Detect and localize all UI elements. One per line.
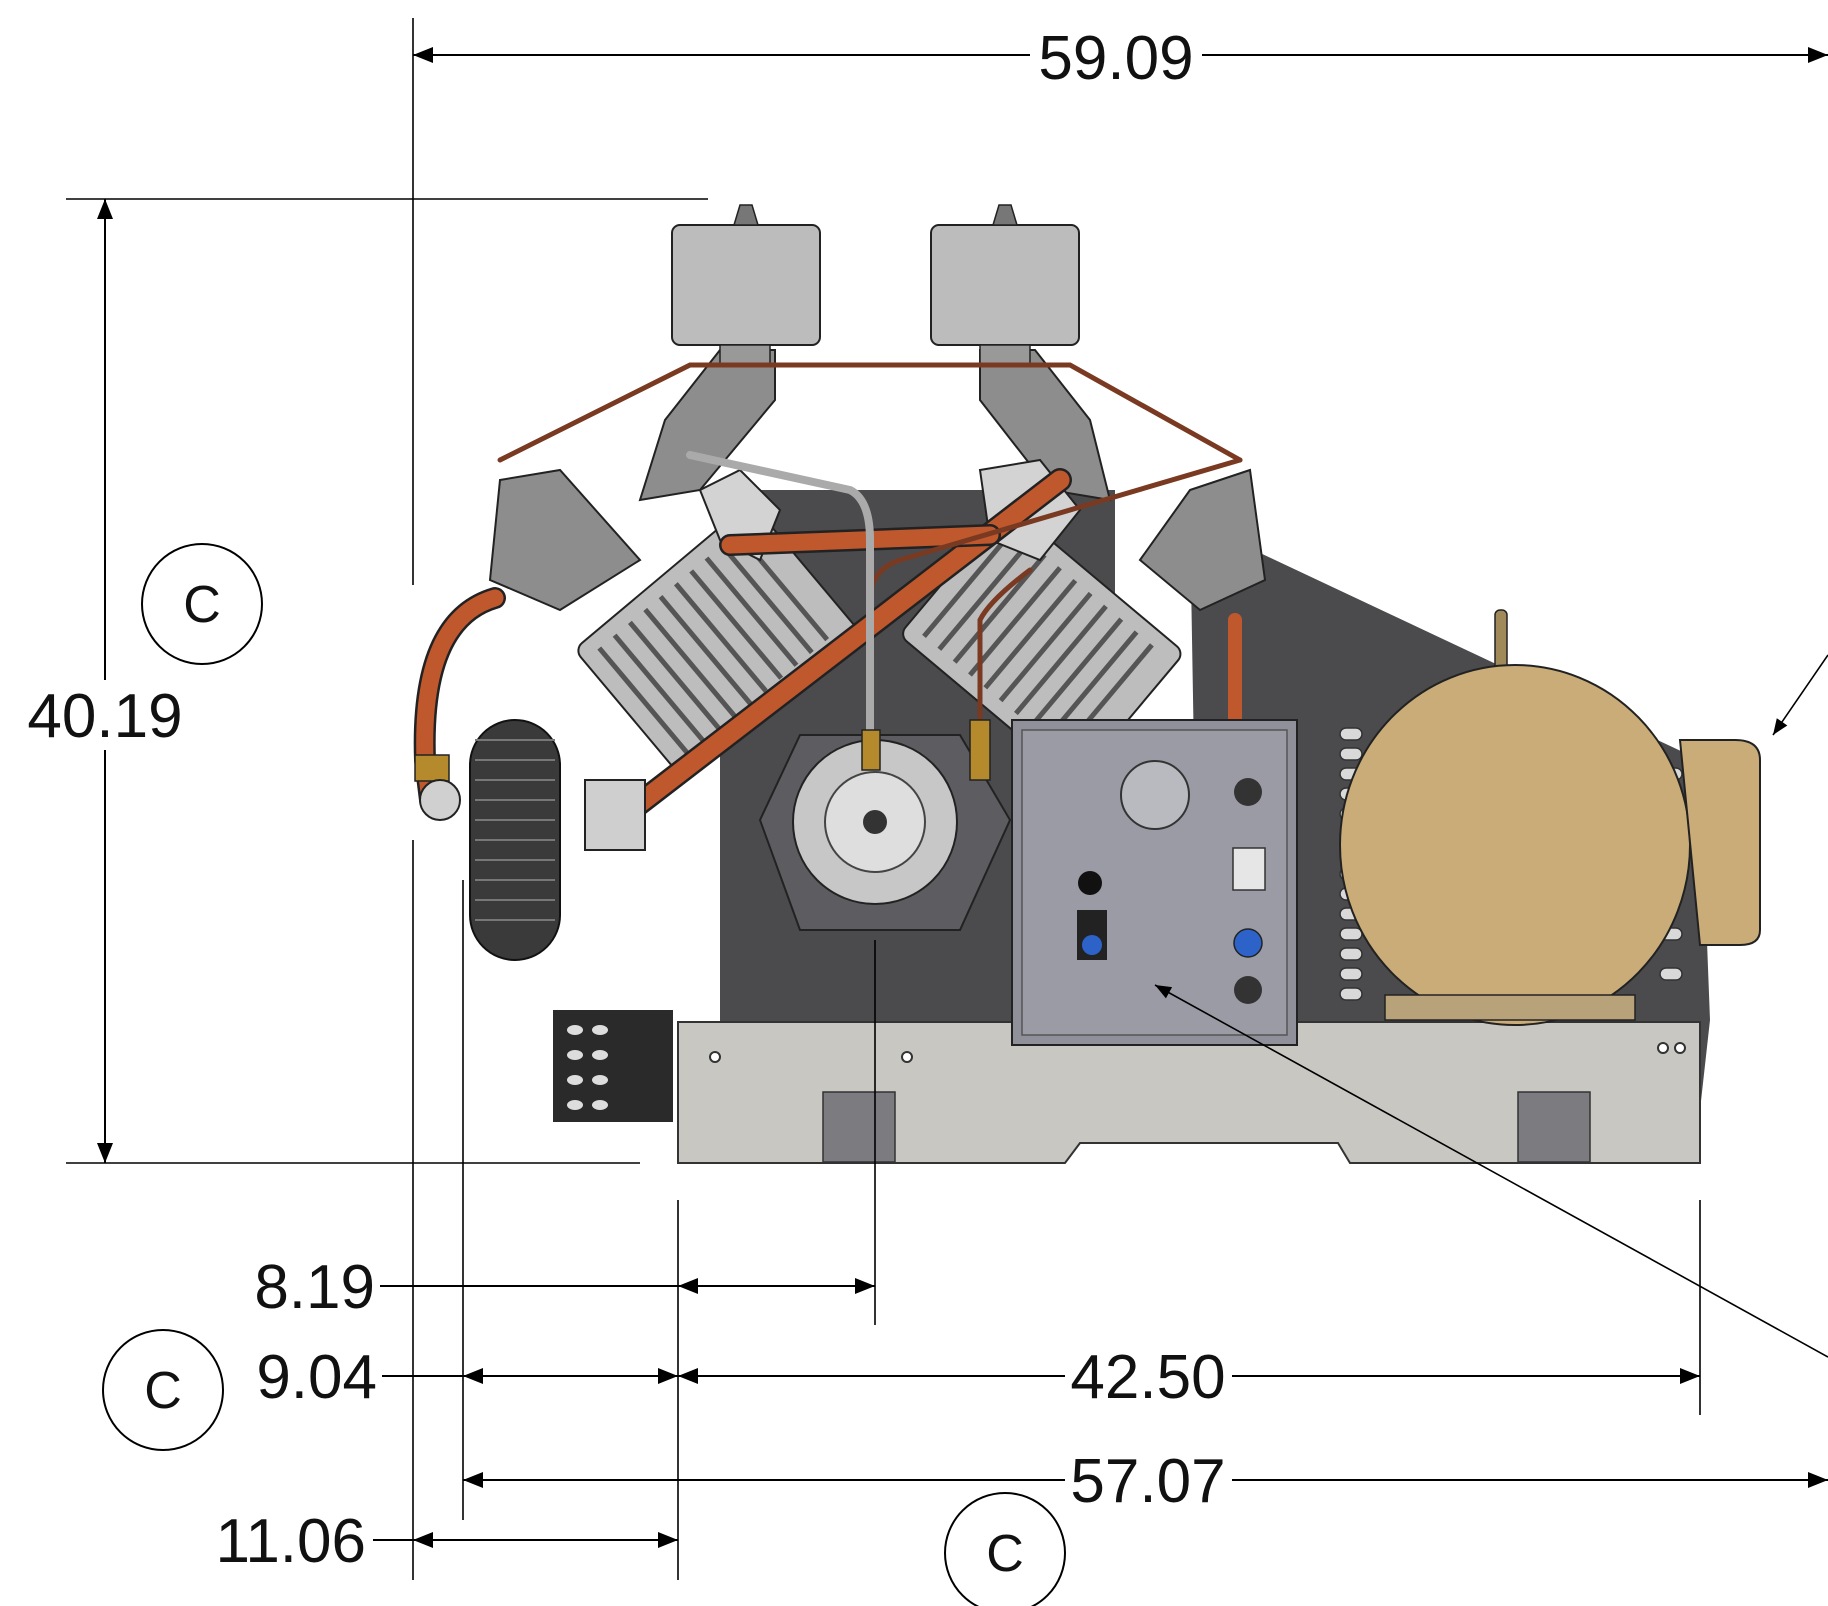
intake-manifold-left bbox=[638, 349, 776, 502]
unloader-block bbox=[584, 779, 646, 851]
air-filter-left bbox=[671, 204, 821, 366]
callout-bottom-center: C bbox=[944, 1492, 1066, 1606]
copper-tubing bbox=[413, 362, 1243, 842]
callout-left-lower: C bbox=[102, 1329, 224, 1451]
compressor-illustration bbox=[413, 204, 1761, 1164]
base-plate bbox=[677, 1021, 1701, 1164]
air-filter-right bbox=[930, 204, 1080, 366]
cylinder-left bbox=[577, 504, 857, 777]
dimension-lines bbox=[66, 18, 1828, 1580]
intercooler-fins bbox=[475, 739, 555, 921]
electric-motor bbox=[1339, 609, 1761, 1026]
panel-switch bbox=[1232, 847, 1266, 891]
svg-text:C: C bbox=[986, 1525, 1024, 1583]
panel-gauge bbox=[1120, 760, 1190, 830]
dim-overall-width: 59.09 bbox=[1038, 24, 1193, 93]
dim-offset-a: 8.19 bbox=[254, 1253, 375, 1322]
dim-overall-height: 40.19 bbox=[27, 682, 182, 751]
panel-knob-blue bbox=[1233, 928, 1263, 958]
cylinder-head-right bbox=[1138, 468, 1267, 612]
panel-knob-2 bbox=[1234, 976, 1262, 1004]
svg-text:C: C bbox=[183, 576, 221, 634]
dim-span: 57.07 bbox=[1070, 1447, 1225, 1516]
panel-knob-1 bbox=[1234, 778, 1262, 806]
base-bolts bbox=[709, 1042, 1686, 1063]
dim-offset-b: 9.04 bbox=[256, 1343, 377, 1412]
svg-text:C: C bbox=[144, 1362, 182, 1420]
panel-button-black bbox=[1078, 871, 1102, 895]
callout-left-upper: C bbox=[141, 543, 263, 665]
drain-grille-holes bbox=[567, 1025, 608, 1110]
cylinder-head-left bbox=[488, 468, 642, 612]
panel-indicator-blue bbox=[1082, 935, 1102, 955]
dim-base-length: 42.50 bbox=[1070, 1343, 1225, 1412]
base-foot-left bbox=[822, 1091, 896, 1163]
callout-bubbles: C C C bbox=[102, 543, 1066, 1606]
base-foot-right bbox=[1517, 1091, 1591, 1163]
dim-offset-c: 11.06 bbox=[215, 1507, 366, 1576]
elbow-fitting bbox=[419, 779, 461, 821]
dimension-labels: 59.09 40.19 8.19 9.04 42.50 57.07 11.06 bbox=[27, 24, 1225, 1576]
control-panel bbox=[1011, 719, 1298, 1046]
flywheel-center bbox=[863, 810, 887, 834]
brass-fittings bbox=[414, 719, 991, 782]
